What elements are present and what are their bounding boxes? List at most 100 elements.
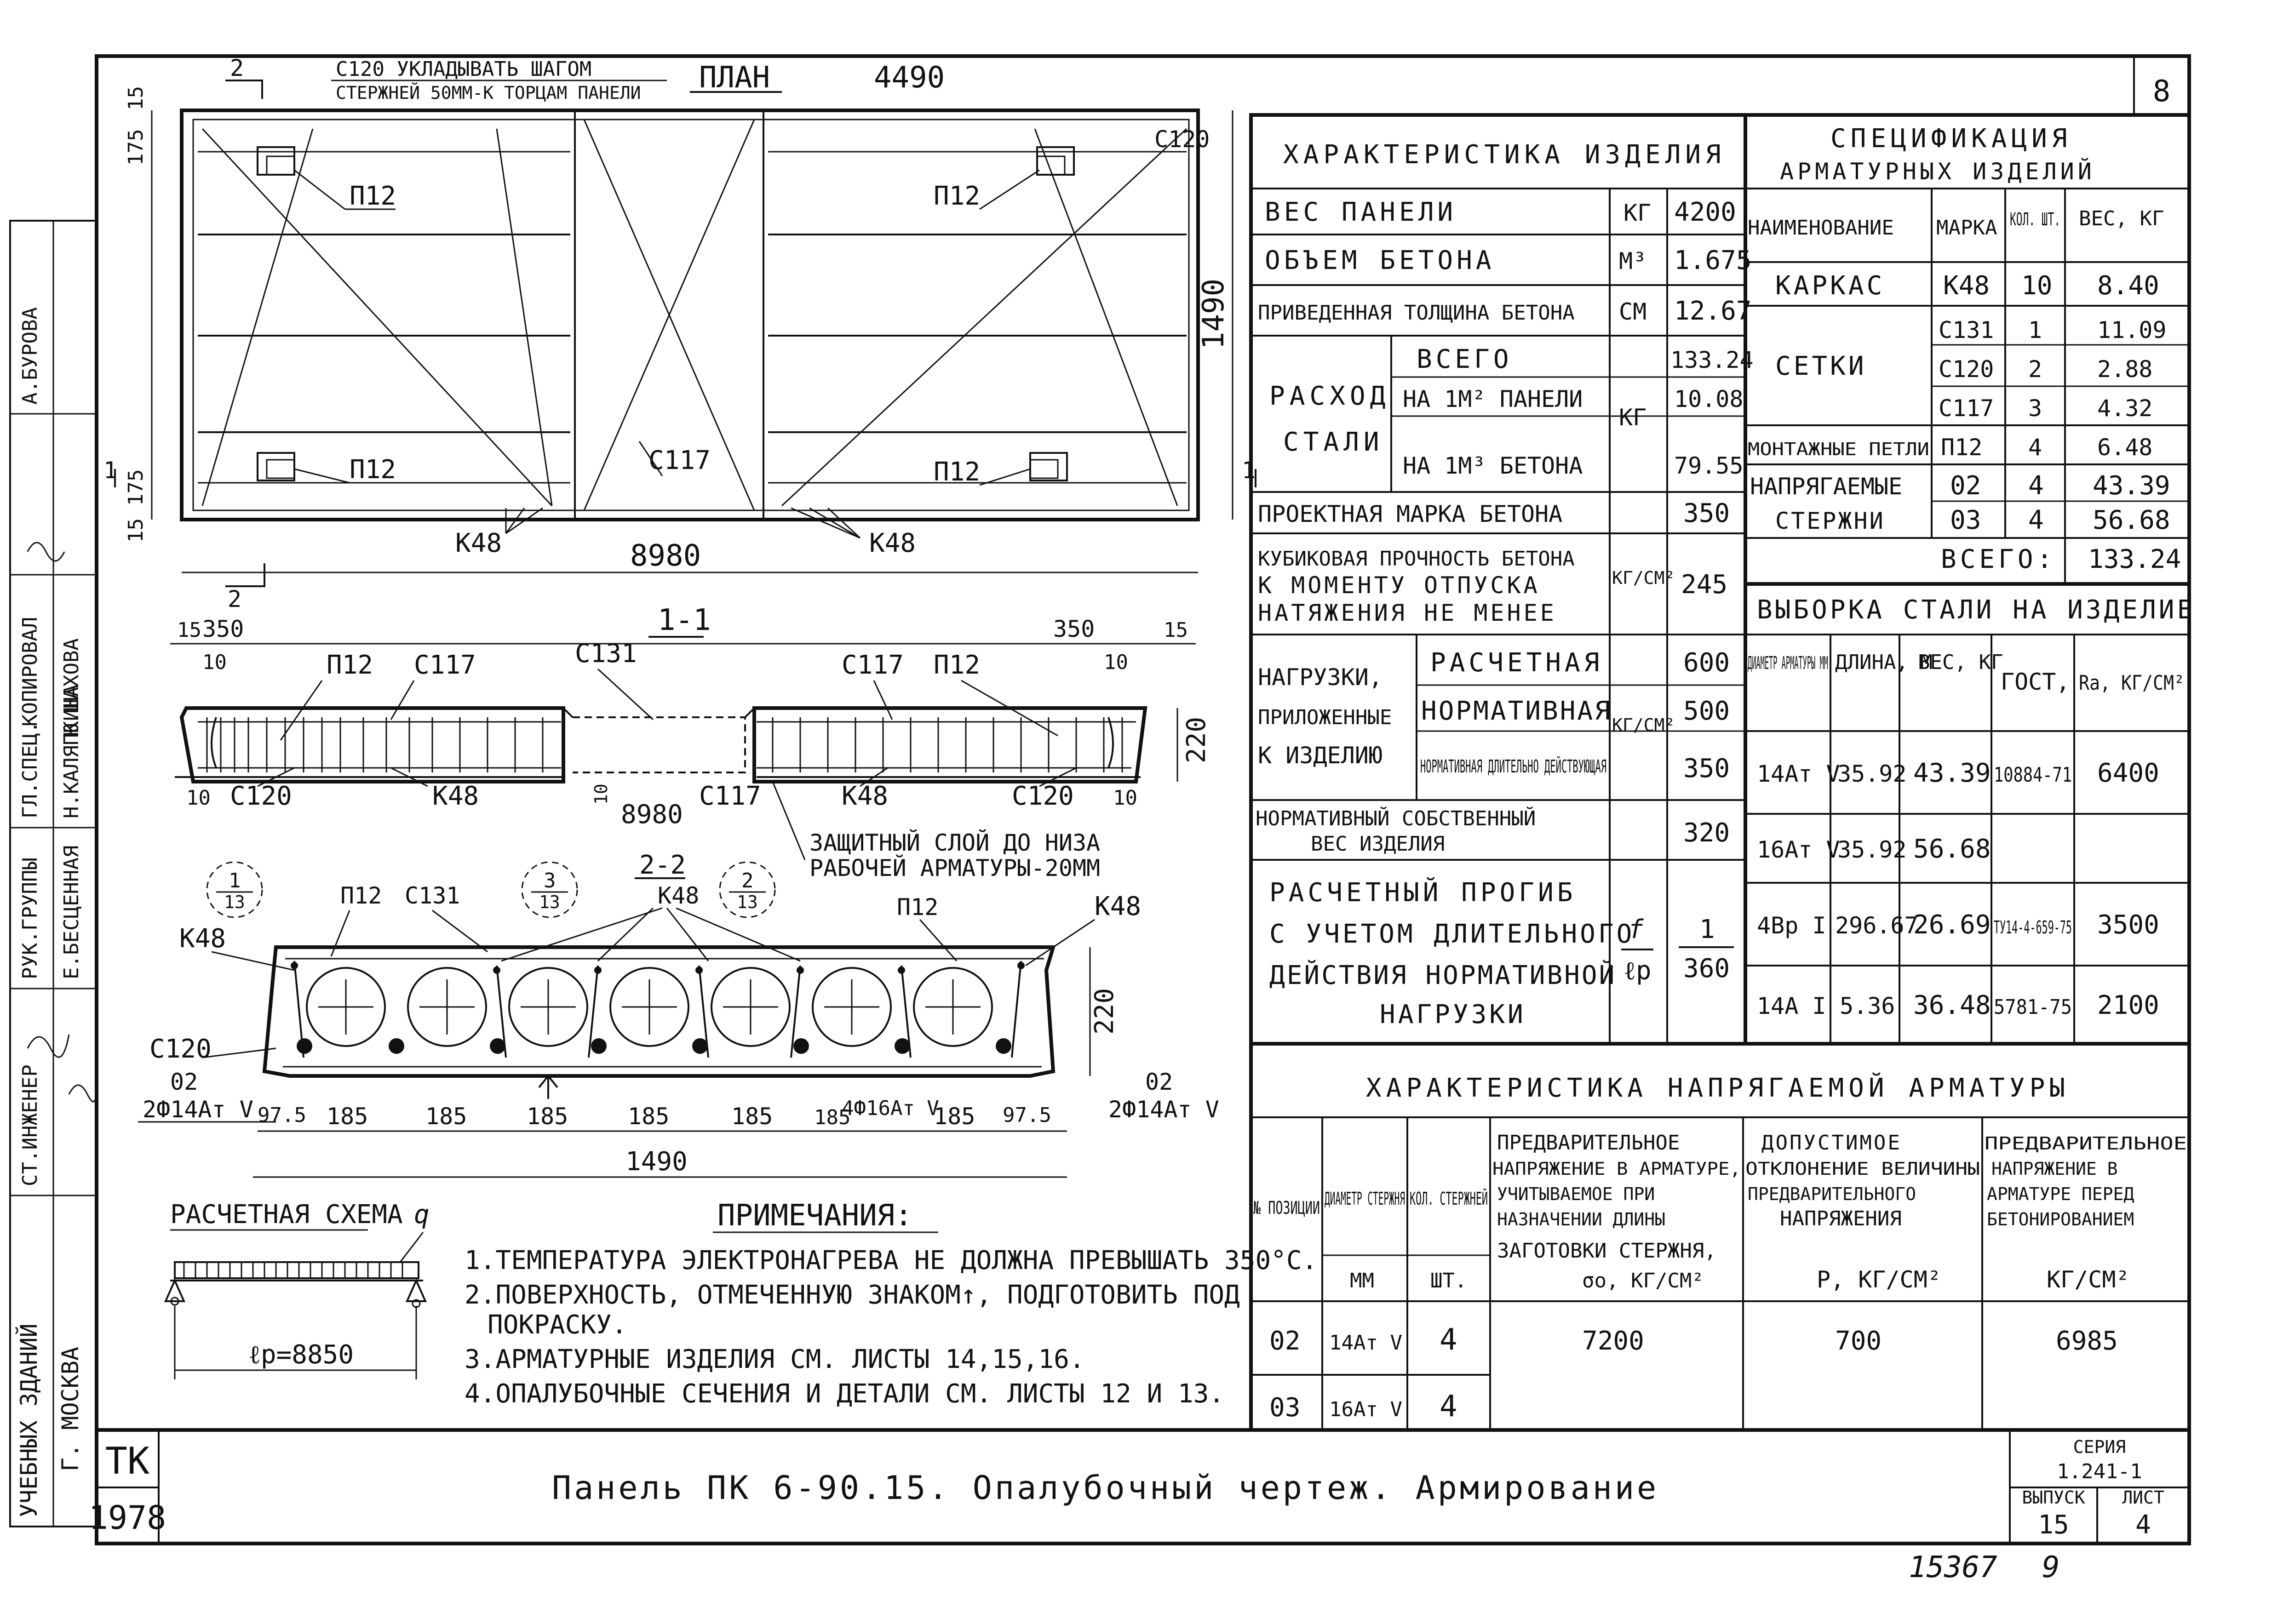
sec22-dim-185-5: 185 (731, 1103, 773, 1130)
sheet-number: 4 (2135, 1510, 2151, 1540)
spec-header-qty: КОЛ. ШТ. (2010, 209, 2060, 229)
char-strength-line1: КУБИКОВАЯ ПРОЧНОСТЬ БЕТОНА (1258, 547, 1575, 571)
prestress-h-qty-unit: ШТ. (1430, 1269, 1467, 1292)
plan-dim-175-top: 175 (124, 129, 148, 166)
stamp-name-1: Е.БЕСЦЕННАЯ (60, 846, 83, 979)
sec22-dim-975-right: 97.5 (1003, 1104, 1051, 1127)
plan-label-c120: С120 (1154, 126, 1210, 153)
sec11-dim-10-br: 10 (1113, 786, 1137, 810)
spec-row5-qty: 4 (2028, 471, 2044, 501)
note-3: 3.АРМАТУРНЫЕ ИЗДЕЛИЯ СМ. ЛИСТЫ 14,15,16. (465, 1344, 1085, 1374)
signature-mark (27, 1034, 70, 1058)
prestress-row0-pre: 6985 (2056, 1326, 2118, 1356)
hollow-cores (306, 967, 993, 1047)
steel-row2-ra: 3500 (2097, 910, 2159, 940)
prestress-h-pre-2: НАПРЯЖЕНИЕ В (1991, 1159, 2118, 1179)
sec22-bars-mid: 4Ф16Ат V (842, 1097, 939, 1120)
spec-row1-qty: 1 (2028, 317, 2042, 343)
spec-row2-qty: 2 (2028, 356, 2042, 383)
char-steel-total-label: ВСЕГО (1417, 344, 1513, 374)
sec11-dim-10-bl: 10 (186, 786, 211, 810)
notes: ПРИМЕЧАНИЯ: 1.ТЕМПЕРАТУРА ЭЛЕКТРОНАГРЕВА… (465, 1199, 1317, 1409)
page-number-top: 8 (2153, 74, 2171, 109)
sec22-callout-2-sheet: 13 (737, 892, 758, 912)
char-grade-label: ПРОЕКТНАЯ МАРКА БЕТОНА (1258, 501, 1562, 527)
char-deflection-value-top: 1 (1699, 915, 1715, 944)
char-thickness-value: 12.67 (1674, 296, 1752, 326)
sheet-title: Панель ПК 6-90.15. Опалубочный чертеж. А… (552, 1469, 1659, 1507)
char-steel-label1: РАСХОД (1269, 381, 1390, 411)
char-loads-label1: НАГРУЗКИ, (1258, 664, 1383, 691)
spec-title2: АРМАТУРНЫХ ИЗДЕЛИЙ (1780, 158, 2095, 185)
sec11-k48-right: К48 (842, 781, 888, 811)
plan-label-c117: С117 (648, 446, 711, 475)
char-deflection-value-bottom: 360 (1683, 954, 1730, 984)
series-value: 1.241-1 (2057, 1460, 2142, 1483)
plan-dim-height: 1490 (1197, 279, 1231, 349)
sec11-dim-220: 220 (1182, 717, 1211, 763)
char-steel-label2: СТАЛИ (1283, 427, 1384, 457)
org-code: ТК (105, 1440, 149, 1482)
sec22-p12-right: П12 (897, 894, 938, 921)
spec-header-name: НАИМЕНОВАНИЕ (1748, 216, 1894, 240)
char-load-normative-label: НОРМАТИВНАЯ (1421, 696, 1612, 726)
spec-row6-mark: 03 (1950, 505, 1981, 535)
sec22-pos-02-left: 02 (170, 1069, 198, 1095)
char-steel-unit: КГ (1619, 404, 1646, 431)
sec22-callout-3-sheet: 13 (539, 892, 560, 912)
stamp-name-5: А.БУРОВА (18, 307, 42, 405)
scheme-q: q (414, 1200, 430, 1229)
prestress-row0-qty: 4 (1440, 1323, 1457, 1357)
char-deflection-line1: РАСЧЕТНЫЙ ПРОГИБ (1269, 877, 1576, 908)
sec11-note-line1: ЗАЩИТНЫЙ СЛОЙ ДО НИЗА (809, 829, 1100, 856)
sec11-dim-10-tr: 10 (1104, 651, 1128, 674)
steel-row2-dia: 4Вр I (1757, 912, 1826, 939)
design-scheme: РАСЧЕТНАЯ СХЕМА q ℓр=8850 (164, 1200, 430, 1379)
char-thickness-label: ПРИВЕДЕННАЯ ТОЛЩИНА БЕТОНА (1258, 301, 1575, 325)
sec22-pos-02-right: 02 (1145, 1069, 1173, 1095)
char-loads-unit: КГ/СМ² (1612, 715, 1675, 735)
signature-mark (68, 1084, 98, 1103)
plan-label-k48-left: К48 (455, 528, 502, 558)
plan-dim-top: 4490 (874, 61, 945, 95)
prestress-h-pre-1: ПРЕДВАРИТЕЛЬНОЕ (1985, 1133, 2187, 1154)
prestress-h-pre-3: АРМАТУРЕ ПЕРЕД (1987, 1184, 2134, 1204)
char-steel-m3-value: 79.55 (1674, 452, 1744, 479)
spec-row5-weight: 43.39 (2093, 471, 2170, 501)
notes-title: ПРИМЕЧАНИЯ: (717, 1199, 912, 1233)
char-selfweight-line1: НОРМАТИВНЫЙ СОБСТВЕННЫЙ (1256, 806, 1536, 830)
issue-label: ВЫПУСК (2022, 1487, 2085, 1508)
specification-table: СПЕЦИФИКАЦИЯ АРМАТУРНЫХ ИЗДЕЛИЙ НАИМЕНОВ… (1744, 113, 2191, 586)
plan-section-2-bottom: 2 (228, 586, 241, 612)
sec11-dim-15: 15 (177, 618, 201, 642)
steel-selection-table: ВЫБОРКА СТАЛИ НА ИЗДЕЛИЕ ДИАМЕТР АРМАТУР… (1744, 582, 2195, 1046)
section-2-2: 2-2 1 13 3 13 2 13 (138, 850, 1219, 1178)
spec-header-weight: ВЕС, КГ (2079, 207, 2164, 230)
char-volume-label: ОБЪЕМ БЕТОНА (1265, 246, 1495, 275)
steel-row3-ra: 2100 (2097, 990, 2159, 1020)
sec22-dim-185-2: 185 (425, 1103, 467, 1130)
char-strength-unit: КГ/СМ² (1612, 568, 1675, 588)
prestress-row1-qty: 4 (1440, 1390, 1457, 1424)
char-strength-line3: НАТЯЖЕНИЯ НЕ МЕНЕЕ (1258, 600, 1557, 626)
prestress-title: ХАРАКТЕРИСТИКА НАПРЯГАЕМОЙ АРМАТУРЫ (1366, 1073, 2070, 1103)
prestress-row0-pos: 02 (1269, 1326, 1300, 1356)
sec11-c120-left: С120 (230, 781, 292, 811)
char-steel-m3-label: НА 1М³ БЕТОНА (1403, 452, 1583, 479)
char-volume-unit: М³ (1619, 248, 1646, 274)
steel-title: ВЫБОРКА СТАЛИ НА ИЗДЕЛИЕ (1757, 595, 2195, 625)
spec-row0-weight: 8.40 (2097, 271, 2159, 301)
spec-row5-mark: 02 (1950, 471, 1981, 501)
stamp-org: УЧЕБНЫХ ЗДАНИЙ (15, 1324, 42, 1517)
prestress-h-sigma-3: УЧИТЫВАЕМОЕ ПРИ (1497, 1184, 1655, 1204)
char-weight-label: ВЕС ПАНЕЛИ (1265, 197, 1457, 227)
stamp-role-1: СТ.ИНЖЕНЕР (18, 1064, 42, 1186)
prestress-h-dev-4: НАПРЯЖЕНИЯ (1780, 1207, 1902, 1230)
char-weight-value: 4200 (1674, 197, 1736, 227)
spec-row1-name: СЕТКИ (1775, 351, 1867, 381)
spec-row6-name: СТЕРЖНИ (1775, 508, 1885, 534)
scheme-span: ℓр=8850 (248, 1340, 354, 1370)
prestress-h-sigma-2: НАПРЯЖЕНИЕ В АРМАТУРЕ, (1492, 1159, 1741, 1179)
sec22-bars-left: 2Ф14Ат V (143, 1096, 253, 1123)
